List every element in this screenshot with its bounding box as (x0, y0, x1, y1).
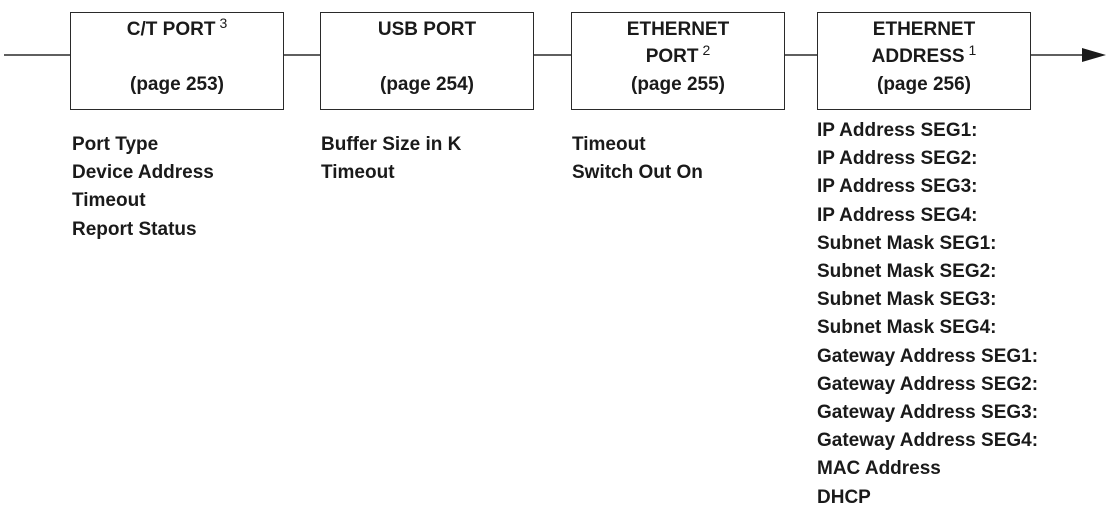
submenu-item: Gateway Address SEG4: (817, 430, 1039, 452)
footnote-marker: 1 (968, 41, 977, 58)
menu-title-line: C/T PORT (126, 19, 216, 40)
menu-title-line: ETHERNET (626, 19, 730, 40)
submenu-item: Timeout (72, 190, 146, 212)
page-reference: (page 253) (130, 74, 224, 95)
submenu-item: Switch Out On (572, 162, 703, 184)
footnote-marker: 2 (702, 41, 711, 58)
submenu-item: Subnet Mask SEG3: (817, 289, 997, 311)
submenu-item: Buffer Size in K (321, 134, 462, 155)
submenu-item: Gateway Address SEG1: (817, 345, 1039, 367)
submenu-item: Gateway Address SEG2: (817, 373, 1039, 395)
submenu-list-ct-port: Port Type Device Address Timeout Report … (72, 131, 214, 244)
submenu-item: Subnet Mask SEG2: (817, 261, 997, 283)
submenu-item: IP Address SEG3: (817, 176, 978, 198)
menu-title-line: ADDRESS (871, 46, 965, 67)
submenu-item: Port Type (72, 134, 159, 155)
submenu-item: Report Status (72, 218, 197, 240)
menu-title-line: ETHERNET (872, 19, 976, 40)
submenu-item: Subnet Mask SEG1: (817, 232, 997, 254)
menu-title-line: PORT (645, 46, 699, 67)
page-reference: (page 255) (631, 74, 725, 95)
submenu-item: DHCP (817, 486, 871, 508)
page-reference: (page 256) (877, 74, 971, 95)
submenu-item: IP Address SEG4: (817, 204, 978, 226)
submenu-list-ethernet-port: Timeout Switch Out On (572, 131, 703, 187)
submenu-item: Timeout (321, 162, 395, 184)
flow-arrow-head (1082, 48, 1106, 62)
submenu-item: Timeout (572, 134, 646, 155)
submenu-item: Gateway Address SEG3: (817, 402, 1039, 424)
page-reference: (page 254) (380, 74, 474, 95)
submenu-item: MAC Address (817, 458, 941, 480)
submenu-list-ethernet-address: IP Address SEG1: IP Address SEG2: IP Add… (817, 117, 1038, 512)
submenu-item: IP Address SEG1: (817, 120, 978, 141)
menu-box-usb-port: USB PORT (page 254) (320, 12, 534, 110)
submenu-item: Device Address (72, 162, 214, 184)
submenu-list-usb-port: Buffer Size in K Timeout (321, 131, 461, 187)
footnote-marker: 3 (219, 14, 228, 31)
submenu-item: Subnet Mask SEG4: (817, 317, 997, 339)
menu-title-line: USB PORT (377, 19, 477, 40)
submenu-item: IP Address SEG2: (817, 148, 978, 170)
